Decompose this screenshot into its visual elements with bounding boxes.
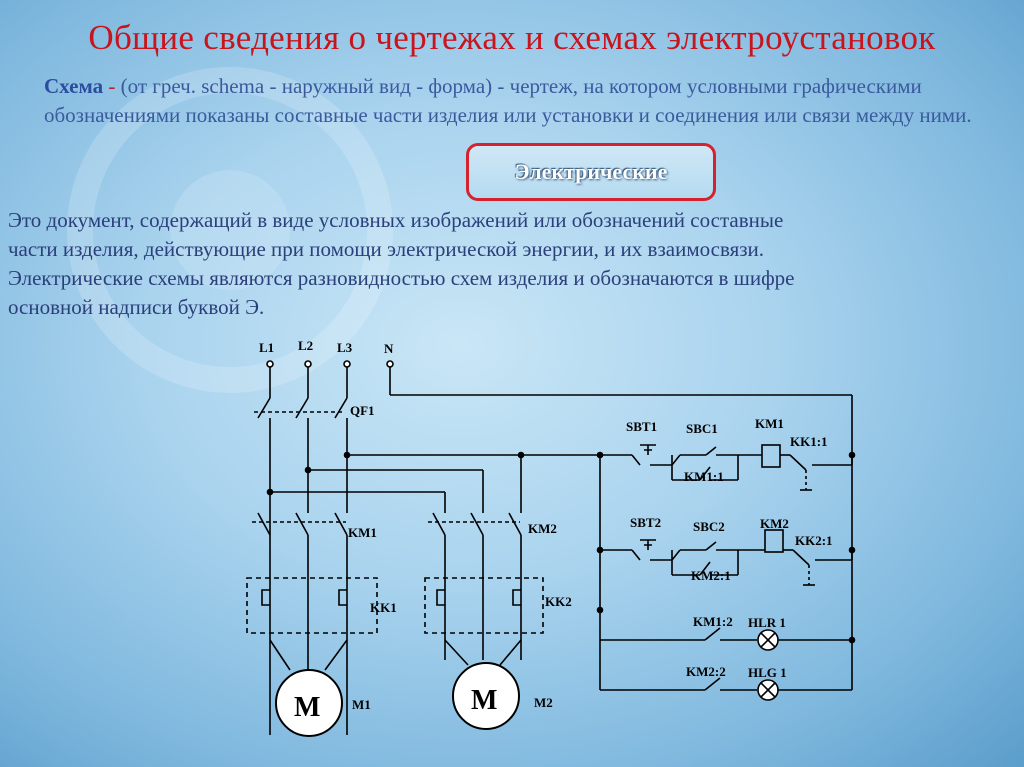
qf1-blade bbox=[257, 397, 271, 419]
label-km2-1: KM2:1 bbox=[691, 568, 731, 583]
label-km1-coil: KM1 bbox=[755, 416, 784, 431]
label-sbc2: SBC2 bbox=[693, 519, 725, 534]
label-km2: KM2 bbox=[528, 521, 557, 536]
label-n: N bbox=[384, 341, 394, 356]
label-m1: M1 bbox=[352, 697, 371, 712]
body-text: Это документ, содержащий в виде условных… bbox=[8, 206, 1008, 322]
label-sbt2: SBT2 bbox=[630, 515, 661, 530]
category-label: Электрические bbox=[514, 159, 668, 184]
label-km1-2: KM1:2 bbox=[693, 614, 733, 629]
motor-m1-symbol: M bbox=[294, 692, 320, 723]
label-l2: L2 bbox=[298, 338, 313, 353]
terminal-l2 bbox=[304, 360, 312, 368]
label-kk2-1: KK2:1 bbox=[795, 533, 833, 548]
qf1-blade bbox=[295, 397, 309, 419]
label-km2-2: KM2:2 bbox=[686, 664, 726, 679]
terminal-l3 bbox=[343, 360, 351, 368]
body-line: основной надписи буквой Э. bbox=[8, 295, 265, 319]
label-qf1: QF1 bbox=[350, 403, 375, 418]
label-l3: L3 bbox=[337, 340, 353, 355]
label-hlg1: HLG 1 bbox=[748, 665, 787, 680]
kk2-box bbox=[424, 577, 544, 634]
definition-paragraph: Схема - (от греч. schema - наружный вид … bbox=[44, 72, 984, 130]
terminal-n bbox=[386, 360, 394, 368]
label-m2: M2 bbox=[534, 695, 553, 710]
category-box: Электрические bbox=[466, 143, 716, 201]
motor-m1 bbox=[275, 669, 343, 737]
label-kk1: KK1 bbox=[370, 600, 397, 615]
slide-title: Общие сведения о чертежах и схемах элект… bbox=[88, 18, 936, 57]
label-hlr1: HLR 1 bbox=[748, 615, 786, 630]
definition-term: Схема bbox=[44, 74, 104, 98]
label-km1-1: KM1:1 bbox=[684, 469, 724, 484]
definition-dash: - bbox=[108, 74, 116, 98]
label-l1: L1 bbox=[259, 340, 274, 355]
qf1-blade bbox=[334, 397, 348, 419]
body-line: Электрические схемы являются разновиднос… bbox=[8, 266, 795, 290]
label-kk2: KK2 bbox=[545, 594, 572, 609]
label-sbc1: SBC1 bbox=[686, 421, 718, 436]
body-line: части изделия, действующие при помощи эл… bbox=[8, 237, 765, 261]
definition-text: (от греч. schema - наружный вид - форма)… bbox=[44, 74, 972, 127]
motor-m2 bbox=[452, 662, 520, 730]
body-line: Это документ, содержащий в виде условных… bbox=[8, 208, 784, 232]
kk1-box bbox=[246, 577, 378, 634]
label-km2-coil: KM2 bbox=[760, 516, 789, 531]
motor-m2-symbol: M bbox=[471, 685, 497, 716]
km2-coil bbox=[764, 529, 784, 553]
label-sbt1: SBT1 bbox=[626, 419, 657, 434]
label-km1: KM1 bbox=[348, 525, 377, 540]
terminal-l1 bbox=[266, 360, 274, 368]
km1-coil bbox=[761, 444, 781, 468]
label-kk1-1: KK1:1 bbox=[790, 434, 828, 449]
